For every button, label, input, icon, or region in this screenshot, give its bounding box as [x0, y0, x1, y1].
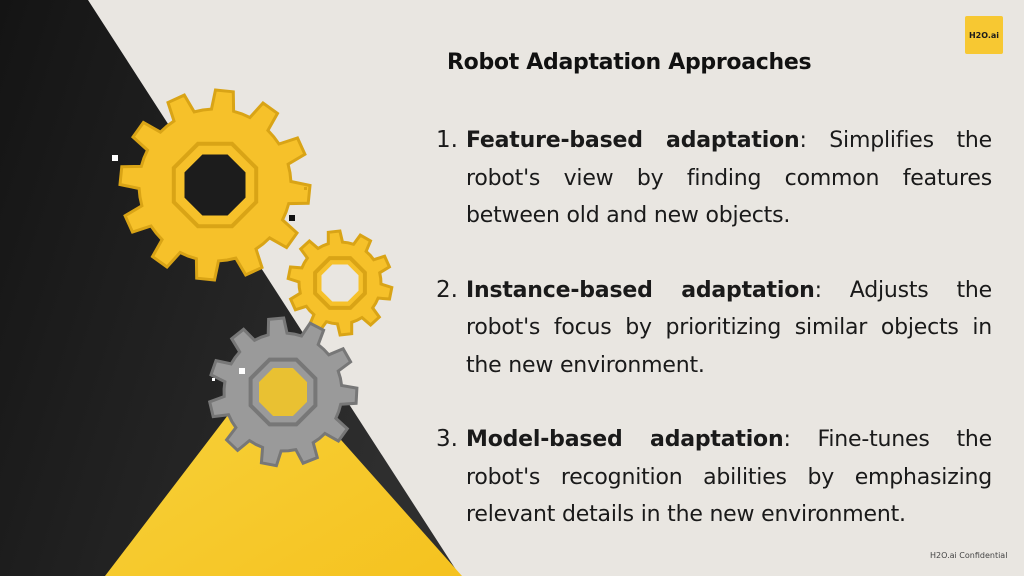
accent-square [112, 155, 118, 161]
item-number: 2. [436, 276, 458, 303]
item-term: Model-based adaptation [466, 427, 784, 452]
item-number: 3. [436, 426, 458, 452]
item-term: Instance-based adaptation [466, 277, 815, 303]
item-separator: : [799, 128, 807, 153]
large-yellow-gear-ring [171, 141, 259, 229]
yellow-triangle [105, 360, 462, 576]
item-separator: : [814, 277, 822, 303]
gray-gear [207, 316, 359, 468]
h2o-logo: H2O.ai [965, 16, 1003, 54]
accent-square [239, 368, 245, 374]
item-text: Instance-based adaptation: Adjusts the r… [466, 272, 992, 385]
item-separator: : [783, 427, 791, 452]
gray-gear-ring [248, 357, 318, 427]
list-item: 1. Feature-based adaptation: Simplifies … [436, 122, 992, 235]
item-number: 1. [436, 127, 458, 153]
small-yellow-gear-ring [313, 256, 367, 310]
large-yellow-gear-hole [184, 154, 246, 216]
item-term: Feature-based adaptation [466, 128, 800, 153]
gray-gear-hole [259, 368, 307, 416]
small-yellow-gear [286, 229, 394, 337]
accent-square [212, 378, 215, 381]
item-description: Fine-tunes the robot's recognition abili… [466, 427, 992, 527]
list-item: 3. Model-based adaptation: Fine-tunes th… [436, 421, 992, 534]
item-description: Adjusts the robot's focus by prioritizin… [466, 277, 992, 378]
small-yellow-gear-hole [321, 264, 359, 302]
large-yellow-gear [118, 88, 312, 282]
page-title: Robot Adaptation Approaches [447, 50, 812, 75]
confidential-footer: H2O.ai Confidential [930, 551, 1008, 560]
approaches-list: 1. Feature-based adaptation: Simplifies … [436, 122, 992, 571]
accent-square [289, 215, 295, 221]
item-description: Simplifies the robot's view by finding c… [466, 128, 992, 228]
item-text: Model-based adaptation: Fine-tunes the r… [466, 421, 992, 534]
list-item: 2. Instance-based adaptation: Adjusts th… [436, 272, 992, 385]
item-text: Feature-based adaptation: Simplifies the… [466, 122, 992, 235]
accent-square [304, 187, 307, 190]
